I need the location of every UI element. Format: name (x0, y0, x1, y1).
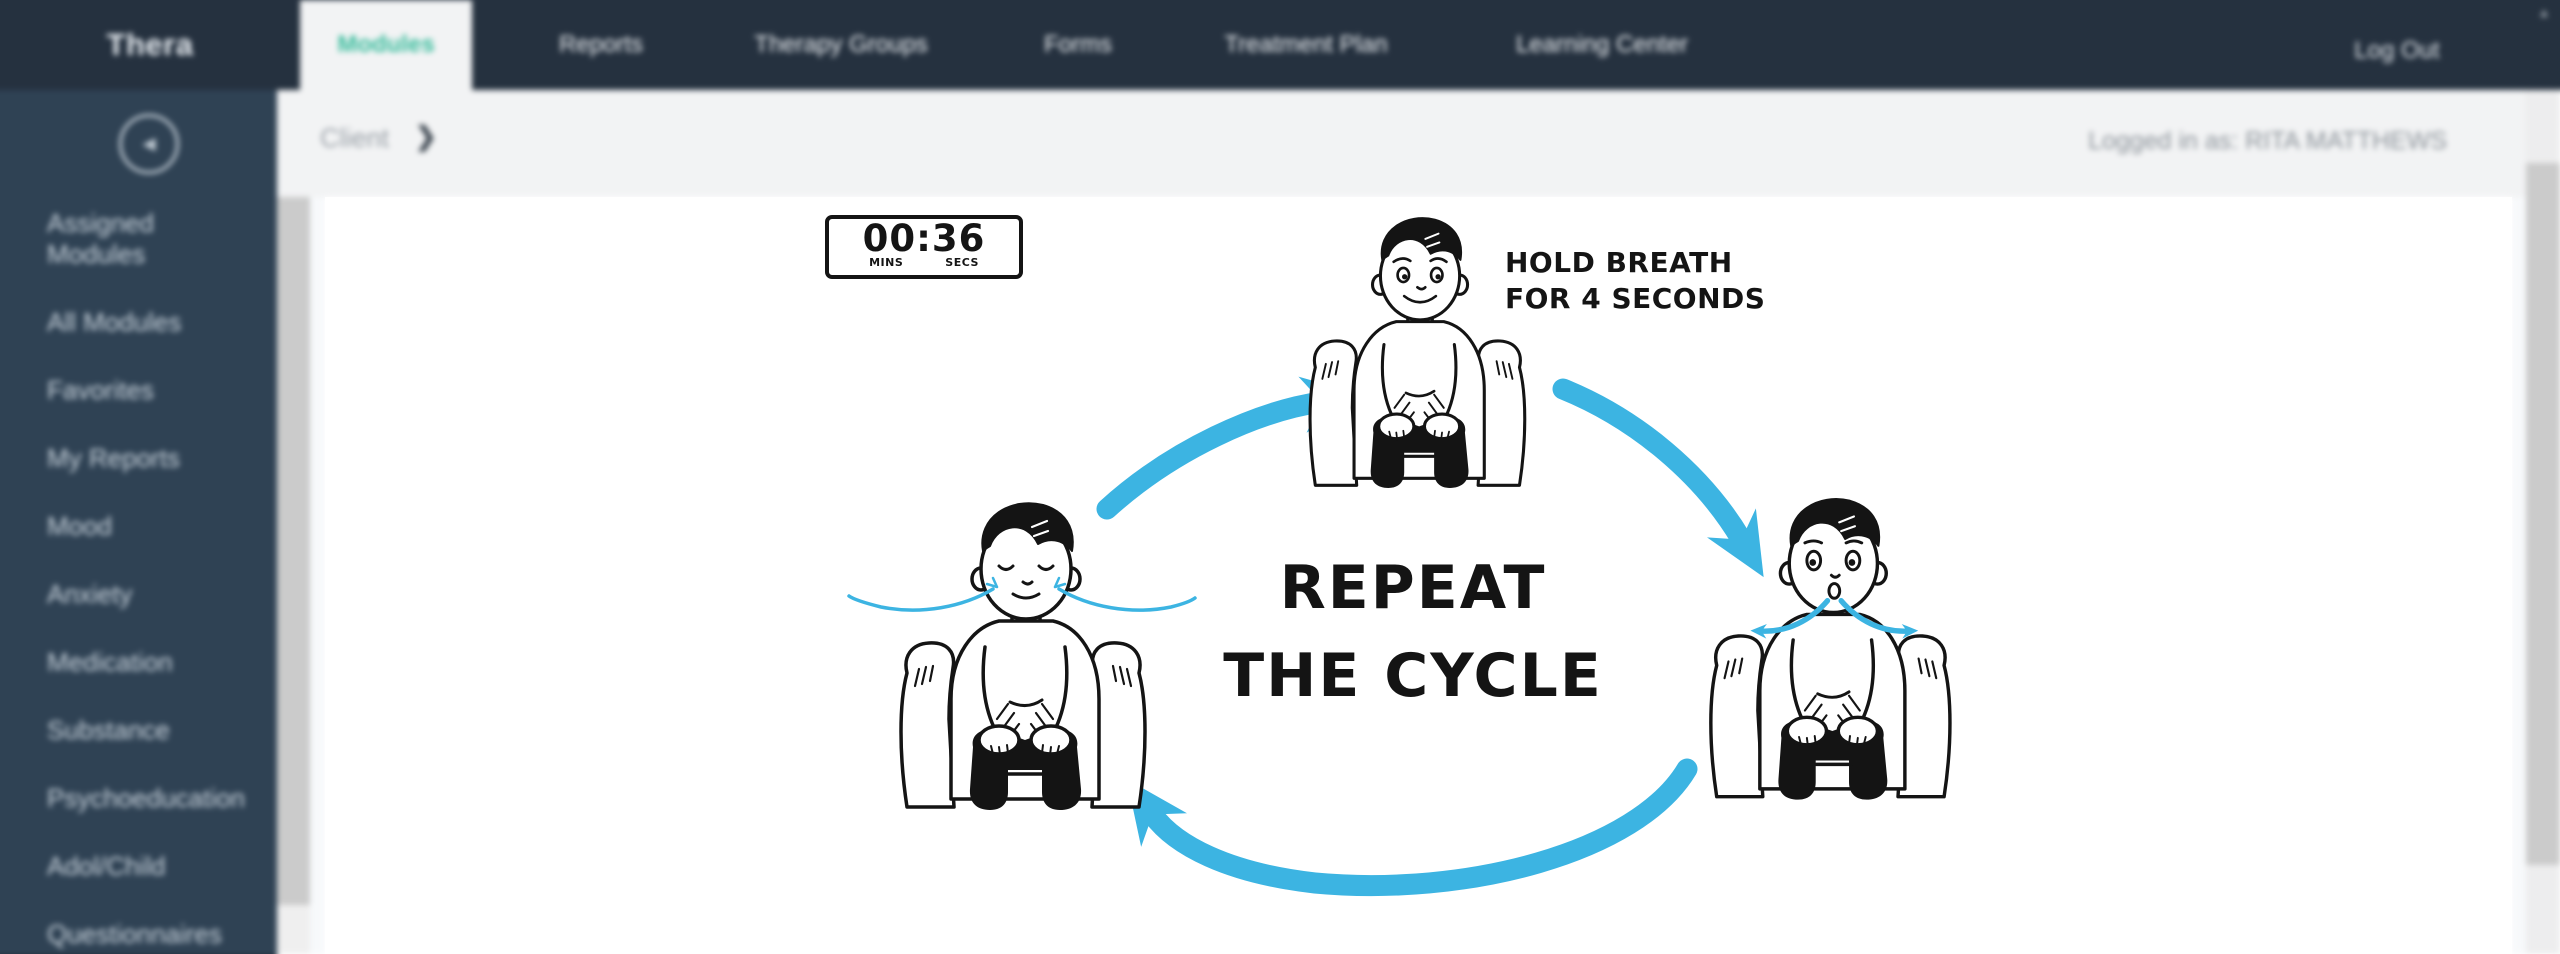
hold-breath-caption-line2: FOR 4 SECONDS (1505, 282, 1766, 315)
tab-treatment-plan[interactable]: Treatment Plan (1224, 31, 1388, 58)
figure-hold-breath (1308, 216, 1527, 490)
arrow-right-to-left (1126, 758, 1698, 897)
content-left-gutter (310, 197, 325, 954)
tab-reports[interactable]: Reports (558, 31, 644, 58)
timer-unit-labels: MINS SECS (829, 256, 1019, 269)
back-button[interactable]: ◄ (119, 114, 179, 174)
figure-exhale (847, 501, 1197, 812)
tab-learning-center[interactable]: Learning Center (1515, 31, 1689, 58)
sidebar-item-my-reports[interactable]: My Reports (47, 443, 180, 473)
page-scrollbar-thumb[interactable] (2526, 163, 2560, 865)
breathing-exercise-panel: 00:36 MINS SECS HOLD BREATH FOR 4 SECOND… (325, 197, 2512, 954)
sidebar-item-adol-child[interactable]: Adol/Child (47, 851, 166, 881)
tab-therapy-groups[interactable]: Therapy Groups (754, 31, 928, 58)
content-scrollbar-track[interactable] (277, 197, 310, 954)
repeat-cycle-caption: REPEAT THE CYCLE (1163, 553, 1663, 711)
arrow-top-to-right (1552, 378, 1764, 578)
sidebar: ◄ Assigned Modules All Modules Favorites… (0, 90, 277, 954)
sidebar-item-all-modules[interactable]: All Modules (47, 307, 182, 337)
sidebar-item-favorites[interactable]: Favorites (47, 375, 154, 405)
figure-blow-out (1709, 497, 1952, 802)
repeat-cycle-line1: REPEAT (1279, 553, 1547, 623)
exhale-breath-lines (847, 576, 1197, 612)
timer-value: 00:36 (862, 217, 986, 260)
sidebar-item-substance[interactable]: Substance (47, 715, 170, 745)
logged-in-text: Logged in as: RITA MATTHEWS (2088, 127, 2447, 155)
content-scrollbar-thumb[interactable] (277, 197, 310, 905)
scrollbar-up-arrow-icon[interactable]: ▴ (2540, 4, 2548, 21)
sidebar-menu: Assigned Modules All Modules Favorites M… (47, 208, 246, 950)
page-scrollbar-track[interactable] (2526, 90, 2560, 954)
blow-out-breath-arrows (1750, 598, 1919, 639)
sidebar-item-mood[interactable]: Mood (47, 511, 113, 541)
sidebar-item-questionnaires[interactable]: Questionnaires (47, 919, 222, 949)
arrow-left-to-top (1096, 376, 1365, 520)
sidebar-item-medication[interactable]: Medication (47, 647, 173, 677)
sidebar-item-assigned-modules[interactable]: Assigned Modules (47, 208, 154, 269)
content-right-gutter (2512, 197, 2526, 954)
top-navbar: Thera Modules Reports Therapy Groups For… (0, 0, 2560, 90)
tab-modules[interactable]: Modules (300, 0, 472, 90)
cycle-arrows (1096, 376, 1764, 897)
breadcrumb-client[interactable]: Client (320, 123, 390, 153)
subheader-band: Client ❯ Logged in as: RITA MATTHEWS (277, 90, 2560, 197)
hold-breath-caption: HOLD BREATH FOR 4 SECONDS (1505, 245, 1765, 317)
sidebar-item-anxiety[interactable]: Anxiety (47, 579, 133, 609)
sidebar-item-psychoeducation[interactable]: Psychoeducation (47, 783, 246, 813)
timer-mins-label: MINS (869, 256, 904, 269)
logout-button[interactable]: Log Out (2354, 37, 2440, 64)
timer-secs-label: SECS (945, 256, 979, 269)
breathing-cycle-illustration (847, 216, 1952, 897)
repeat-cycle-line2: THE CYCLE (1223, 641, 1603, 711)
chevron-right-icon: ❯ (415, 121, 437, 151)
tab-forms[interactable]: Forms (1044, 31, 1112, 58)
breath-timer: 00:36 MINS SECS (825, 215, 1023, 279)
arrow-left-icon: ◄ (138, 131, 160, 156)
brand-logo[interactable]: Thera (106, 27, 194, 62)
hold-breath-caption-line1: HOLD BREATH (1505, 246, 1733, 279)
